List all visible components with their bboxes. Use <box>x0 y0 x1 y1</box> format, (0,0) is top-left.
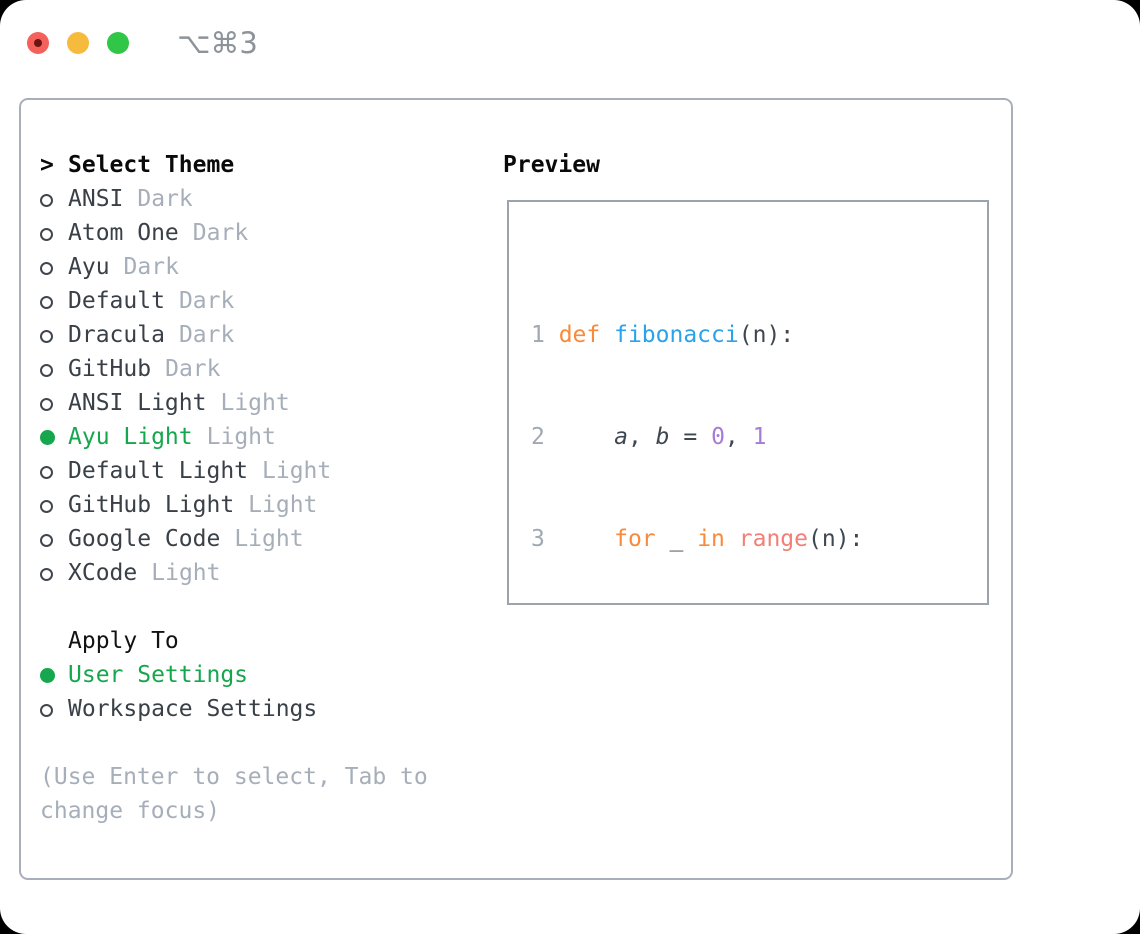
select-theme-header: > Select Theme <box>40 148 441 182</box>
theme-option-github-light[interactable]: GitHub Light Light <box>40 488 441 522</box>
theme-option-atom-one-dark[interactable]: Atom One Dark <box>40 216 441 250</box>
theme-option-ayu-light[interactable]: Ayu Light Light <box>40 420 441 454</box>
theme-variant: Light <box>206 424 276 450</box>
apply-option-user-settings[interactable]: User Settings <box>40 658 441 692</box>
theme-variant: Light <box>151 560 221 586</box>
keyboard-hint: (Use Enter to select, Tab to change focu… <box>40 764 428 824</box>
theme-name: GitHub <box>68 356 152 382</box>
theme-variant: Dark <box>178 322 235 348</box>
radio-icon <box>40 692 68 726</box>
theme-name: ANSI <box>68 186 124 212</box>
window-shortcut-label: ⌥⌘3 <box>177 26 258 60</box>
apply-to-title: Apply To <box>68 628 179 654</box>
theme-variant: Dark <box>165 356 221 382</box>
theme-variant: Dark <box>192 220 249 246</box>
theme-name: Dracula <box>68 322 165 348</box>
code-line: 3 for _ in range(n): <box>531 526 864 552</box>
theme-variant: Dark <box>137 186 193 212</box>
theme-name: Ayu Light <box>68 424 193 450</box>
theme-option-ansi-dark[interactable]: ANSI Dark <box>40 182 441 216</box>
radio-icon <box>40 352 68 386</box>
apply-option-workspace-settings[interactable]: Workspace Settings <box>40 692 441 726</box>
preview-title: Preview <box>503 152 600 178</box>
preview-box: 1 def fibonacci(n): 2 a, b = 0, 1 3 for … <box>507 200 989 605</box>
preview-column: Preview 1 def fibonacci(n): 2 a, b = 0, … <box>503 100 989 878</box>
theme-option-ansi-light[interactable]: ANSI Light Light <box>40 386 441 420</box>
theme-option-github-dark[interactable]: GitHub Dark <box>40 352 441 386</box>
theme-option-google-code[interactable]: Google Code Light <box>40 522 441 556</box>
radio-selected-icon <box>40 420 68 454</box>
theme-option-dracula-dark[interactable]: Dracula Dark <box>40 318 441 352</box>
radio-icon <box>40 386 68 420</box>
theme-variant: Light <box>220 390 290 416</box>
radio-icon <box>40 454 68 488</box>
apply-option-label: Workspace Settings <box>68 696 318 722</box>
theme-option-default-dark[interactable]: Default Dark <box>40 284 441 318</box>
theme-name: XCode <box>68 560 138 586</box>
theme-variant: Dark <box>123 254 179 280</box>
code-line: 1 def fibonacci(n): <box>531 322 795 348</box>
zoom-button-icon[interactable] <box>107 32 129 54</box>
apply-option-label: User Settings <box>68 662 249 688</box>
theme-name: ANSI Light <box>68 390 207 416</box>
theme-variant: Dark <box>178 288 235 314</box>
minimize-button-icon[interactable] <box>67 32 89 54</box>
radio-icon <box>40 522 68 556</box>
theme-name: Google Code <box>68 526 221 552</box>
select-theme-title: Select Theme <box>68 152 235 178</box>
code-line: 2 a, b = 0, 1 <box>531 424 767 450</box>
radio-icon <box>40 250 68 284</box>
theme-name: GitHub Light <box>68 492 235 518</box>
prompt-icon: > <box>40 152 54 178</box>
radio-icon <box>40 216 68 250</box>
titlebar: ⌥⌘3 <box>27 26 258 60</box>
radio-icon <box>40 318 68 352</box>
theme-variant: Light <box>248 492 318 518</box>
close-button-icon[interactable] <box>27 32 49 54</box>
apply-to-header: Apply To <box>40 624 441 658</box>
radio-icon <box>40 488 68 522</box>
theme-option-ayu-dark[interactable]: Ayu Dark <box>40 250 441 284</box>
theme-option-xcode[interactable]: XCode Light <box>40 556 441 590</box>
spacer <box>40 590 441 624</box>
theme-variant: Light <box>262 458 332 484</box>
theme-name: Default <box>68 288 165 314</box>
theme-option-default-light[interactable]: Default Light Light <box>40 454 441 488</box>
theme-name: Default Light <box>68 458 249 484</box>
theme-variant: Light <box>234 526 304 552</box>
radio-icon <box>40 182 68 216</box>
theme-name: Atom One <box>68 220 179 246</box>
radio-selected-icon <box>40 658 68 692</box>
radio-icon <box>40 556 68 590</box>
theme-name: Ayu <box>68 254 110 280</box>
radio-icon <box>40 284 68 318</box>
